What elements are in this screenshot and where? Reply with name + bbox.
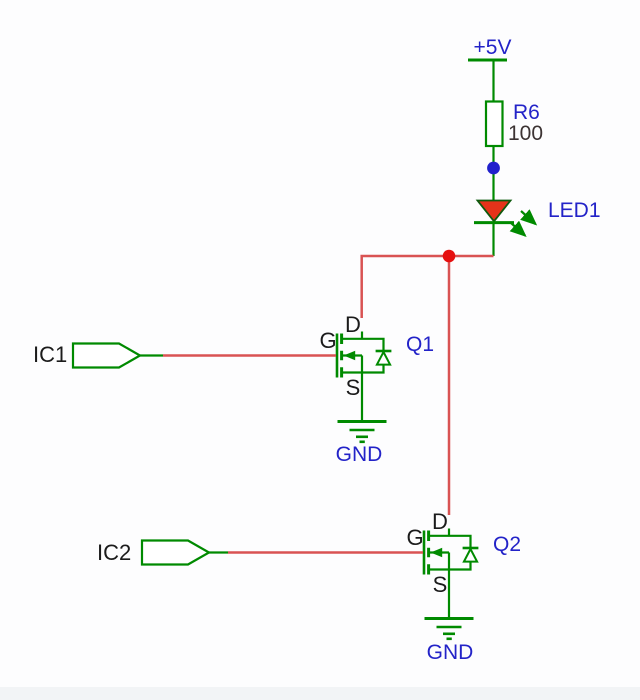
resistor-value-label: 100 [508, 122, 543, 145]
resistor-body[interactable] [484, 100, 504, 148]
junction-dot-blue [487, 161, 500, 175]
power-terminal-5v[interactable] [468, 58, 507, 102]
q1-pin-d-label: D [345, 312, 361, 337]
junction-dot-red [442, 249, 456, 263]
q2-pin-g-label: G [406, 525, 423, 550]
resistor-ref-label: R6 [513, 101, 540, 124]
led-ref-label: LED1 [548, 199, 601, 222]
q1-pin-g-label: G [319, 328, 336, 353]
ic2-label: IC2 [97, 540, 131, 565]
bottom-band [0, 687, 640, 700]
resistor-r6[interactable] [484, 100, 504, 148]
q2-ref-label: Q2 [493, 533, 521, 556]
q1-ref-label: Q1 [406, 333, 434, 356]
gnd2-label: GND [427, 641, 474, 664]
q1-pin-s-label: S [346, 375, 361, 400]
gnd1-label: GND [336, 443, 383, 466]
led-light-arrow-2 [509, 220, 527, 237]
input-terminal-ic2[interactable] [140, 539, 211, 566]
gnd-symbol-q1[interactable] [336, 420, 388, 444]
led-led1[interactable] [474, 199, 538, 237]
gnd-symbol-q2[interactable] [423, 617, 475, 641]
led-anode-triangle[interactable] [475, 199, 513, 223]
q2-pin-s-label: S [433, 572, 448, 597]
q2-pin-d-label: D [432, 509, 448, 534]
power-label: +5V [474, 36, 512, 59]
led-light-arrow-1 [520, 209, 538, 226]
wire-net-to-q1-drain[interactable] [360, 254, 494, 318]
ic1-label: IC1 [33, 342, 67, 367]
input-terminal-ic1[interactable] [71, 342, 142, 369]
